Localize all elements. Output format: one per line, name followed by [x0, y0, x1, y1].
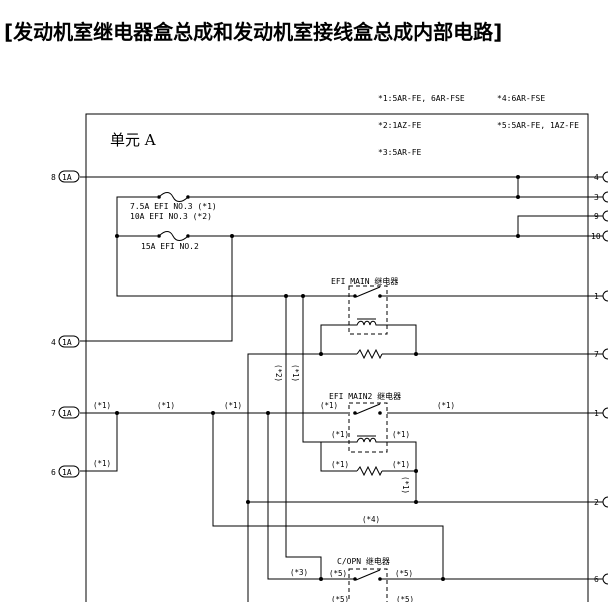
connector-code: 1A — [62, 173, 72, 182]
connector-code: 1A — [62, 409, 72, 418]
relay-box — [348, 568, 388, 602]
mark: (*1) — [291, 364, 300, 382]
note-3: *3:5AR-FE — [378, 148, 422, 157]
fuse-label: 7.5A EFI NO.3 (*1) — [130, 202, 217, 211]
resistor — [356, 348, 383, 360]
connector-oval — [58, 465, 80, 478]
diagram-title: [发动机室继电器盒总成和发动机室接线盒总成内部电路] — [4, 20, 503, 44]
fuse-efi-no2: 15A EFI NO.2 — [141, 231, 199, 251]
variant-notes-left: *1:5AR-FE, 6AR-FSE *2:1AZ-FE *3:5AR-FE — [378, 76, 465, 166]
right-pin-oval — [602, 210, 608, 222]
unit-label: 单元 A — [110, 131, 156, 149]
right-pin-oval — [602, 496, 608, 508]
right-pins: 4 3 9 10 1 7 1 2 6 — [591, 171, 608, 585]
connector-oval — [58, 406, 80, 419]
connector-pin: 7 — [51, 409, 56, 418]
note-2: *2:1AZ-FE — [378, 121, 422, 130]
relay-box — [348, 402, 388, 453]
connector-pin: 4 — [51, 338, 56, 347]
variant-notes-right: *4:6AR-FSE *5:5AR-FE, 1AZ-FE — [497, 76, 579, 139]
fuse-label: 15A EFI NO.2 — [141, 242, 199, 251]
relay-c-opn: C/OPN 继电器 — [337, 556, 390, 602]
mark: (*1) — [93, 459, 111, 468]
note-5: *5:5AR-FE, 1AZ-FE — [497, 121, 579, 130]
connector-code: 1A — [62, 338, 72, 347]
relay-efi-main2: EFI MAIN2 继电器 — [329, 391, 401, 453]
right-pin-oval — [602, 290, 608, 302]
right-pin-oval — [602, 348, 608, 360]
connector-7-1A: 7 1A — [51, 406, 80, 419]
mark: (*1) — [392, 430, 410, 439]
fuse-label: 10A EFI NO.3 (*2) — [130, 212, 212, 221]
relay-efi-main: EFI MAIN 继电器 — [331, 276, 398, 335]
right-pin-oval — [602, 573, 608, 585]
mark: (*5) — [331, 595, 349, 602]
note-1: *1:5AR-FE, 6AR-FSE — [378, 94, 465, 103]
relay-box — [348, 285, 388, 335]
mark: (*1) — [224, 401, 242, 410]
mark: (*1) — [157, 401, 175, 410]
relay-label: EFI MAIN 继电器 — [331, 276, 398, 286]
mark: (*1) — [320, 401, 338, 410]
mark: (*2) — [274, 364, 283, 382]
connector-oval — [58, 335, 80, 348]
connector-oval — [58, 170, 80, 183]
connector-pin: 6 — [51, 468, 56, 477]
connector-6-1A: 6 1A — [51, 465, 80, 478]
note-4: *4:6AR-FSE — [497, 94, 546, 103]
relay-label: C/OPN 继电器 — [337, 556, 390, 566]
mark: (*4) — [362, 515, 380, 524]
wiring — [80, 175, 603, 602]
mark: (*5) — [395, 569, 413, 578]
right-pin-oval — [602, 171, 608, 183]
mark: (*1) — [401, 476, 410, 494]
mark: (*1) — [392, 460, 410, 469]
mark: (*1) — [93, 401, 111, 410]
mark: (*1) — [437, 401, 455, 410]
connector-pin: 8 — [51, 173, 56, 182]
mark: (*1) — [331, 460, 349, 469]
mark: (*5) — [396, 595, 414, 602]
right-pin-oval — [602, 191, 608, 203]
connector-code: 1A — [62, 468, 72, 477]
right-pin-oval — [602, 230, 608, 242]
resistor — [356, 465, 383, 477]
connector-4-1A: 4 1A — [51, 335, 80, 348]
mark: (*5) — [329, 569, 347, 578]
relay-label: EFI MAIN2 继电器 — [329, 391, 401, 401]
right-pin-oval — [602, 407, 608, 419]
connector-8-1A: 8 1A — [51, 170, 80, 183]
mark: (*3) — [290, 568, 308, 577]
unit-box — [85, 113, 589, 602]
fuse-efi-no3: 7.5A EFI NO.3 (*1) 10A EFI NO.3 (*2) — [130, 192, 217, 221]
mark: (*1) — [331, 430, 349, 439]
variant-marks: (*1) (*1) (*1) (*1) (*1) (*1) (*1) (*1) … — [93, 364, 455, 602]
